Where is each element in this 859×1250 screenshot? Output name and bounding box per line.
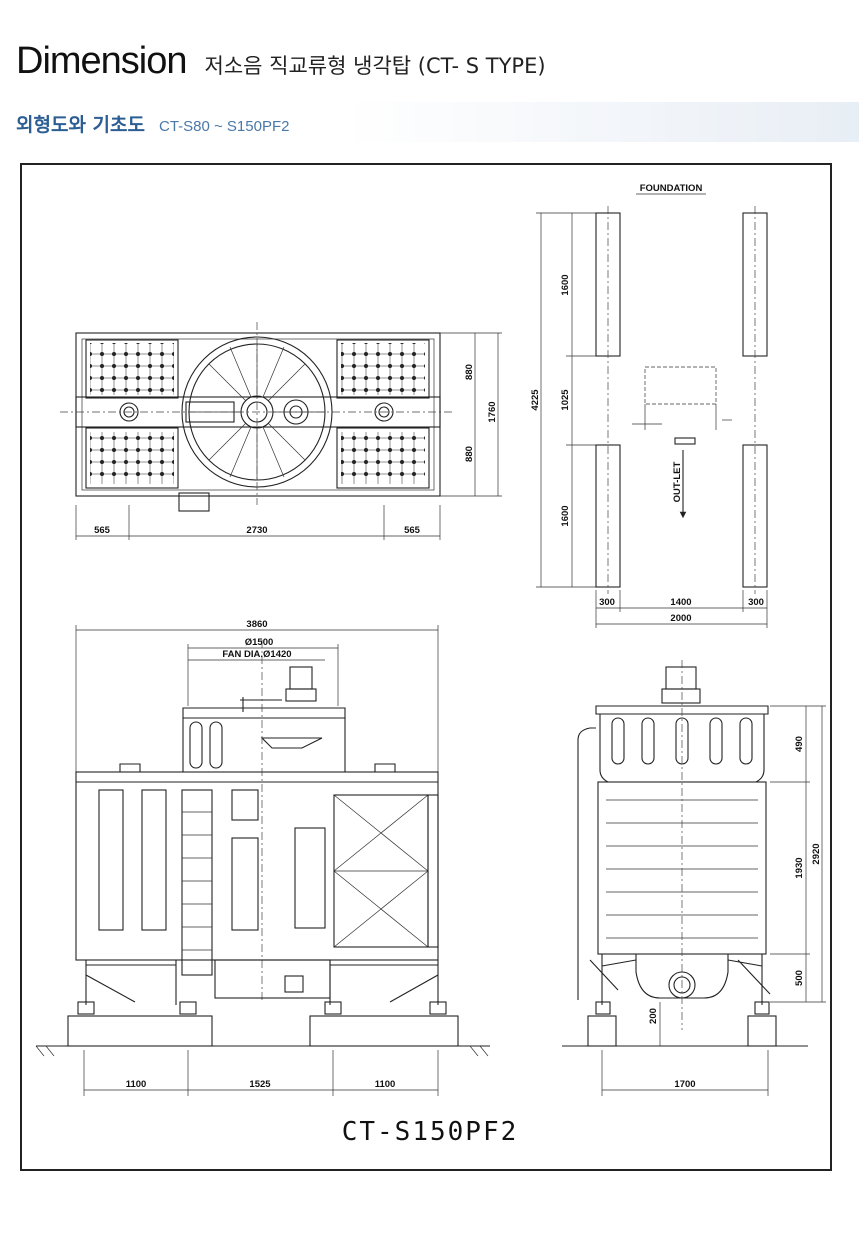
front-dim-base-right: 1100 [375,1079,396,1090]
section-header: 외형도와 기초도 CT-S80 ~ S150PF2 [16,110,829,137]
page-subtitle: 저소음 직교류형 냉각탑 (CT- S TYPE) [204,54,546,78]
subheader-bar [0,102,859,142]
front-dim-width: 3860 [246,619,267,630]
foundation-dim-center: 1400 [670,597,691,608]
model-label: CT-S150PF2 [342,1117,519,1147]
section-title: 외형도와 기초도 [16,114,145,136]
side-dim-legs: 500 [794,970,805,986]
page-title: Dimension [16,40,188,82]
front-dim-base-center: 1525 [249,1079,271,1090]
foundation-dim-width: 2000 [670,613,691,624]
foundation-dim-right: 300 [748,597,764,608]
front-view [35,625,490,1096]
front-dim-base-left: 1100 [126,1079,147,1090]
top-view [60,322,502,540]
top-dim-left: 565 [94,525,111,536]
side-view [562,660,826,1096]
drawing-frame [20,163,832,1171]
foundation-dim-middle: 1025 [560,389,571,411]
side-dim-top: 490 [794,736,805,752]
top-dim-total: 1760 [487,401,498,422]
top-dim-center: 2730 [246,525,267,536]
side-dim-base: 200 [648,1008,659,1024]
foundation-dim-upper: 1600 [560,274,571,295]
foundation-label: FOUNDATION [640,183,703,194]
page-header: Dimension 저소음 직교류형 냉각탑 (CT- S TYPE) [16,40,546,83]
side-dim-width: 1700 [674,1079,695,1090]
top-dim-right: 565 [404,525,421,536]
foundation-dim-lower: 1600 [560,505,571,526]
top-dim-upper: 880 [464,364,475,380]
front-dim-fan: FAN DIA.Ø1420 [222,649,291,660]
side-dim-body: 1930 [794,857,805,878]
outlet-label: OUT-LET [672,461,683,502]
section-range: CT-S80 ~ S150PF2 [158,118,290,135]
front-dim-casing: Ø1500 [245,637,274,648]
foundation-dim-left: 300 [599,597,615,608]
foundation-dim-total: 4225 [530,389,541,411]
top-dim-lower: 880 [464,446,475,462]
foundation-view [536,193,768,628]
side-dim-total: 2920 [811,843,822,864]
